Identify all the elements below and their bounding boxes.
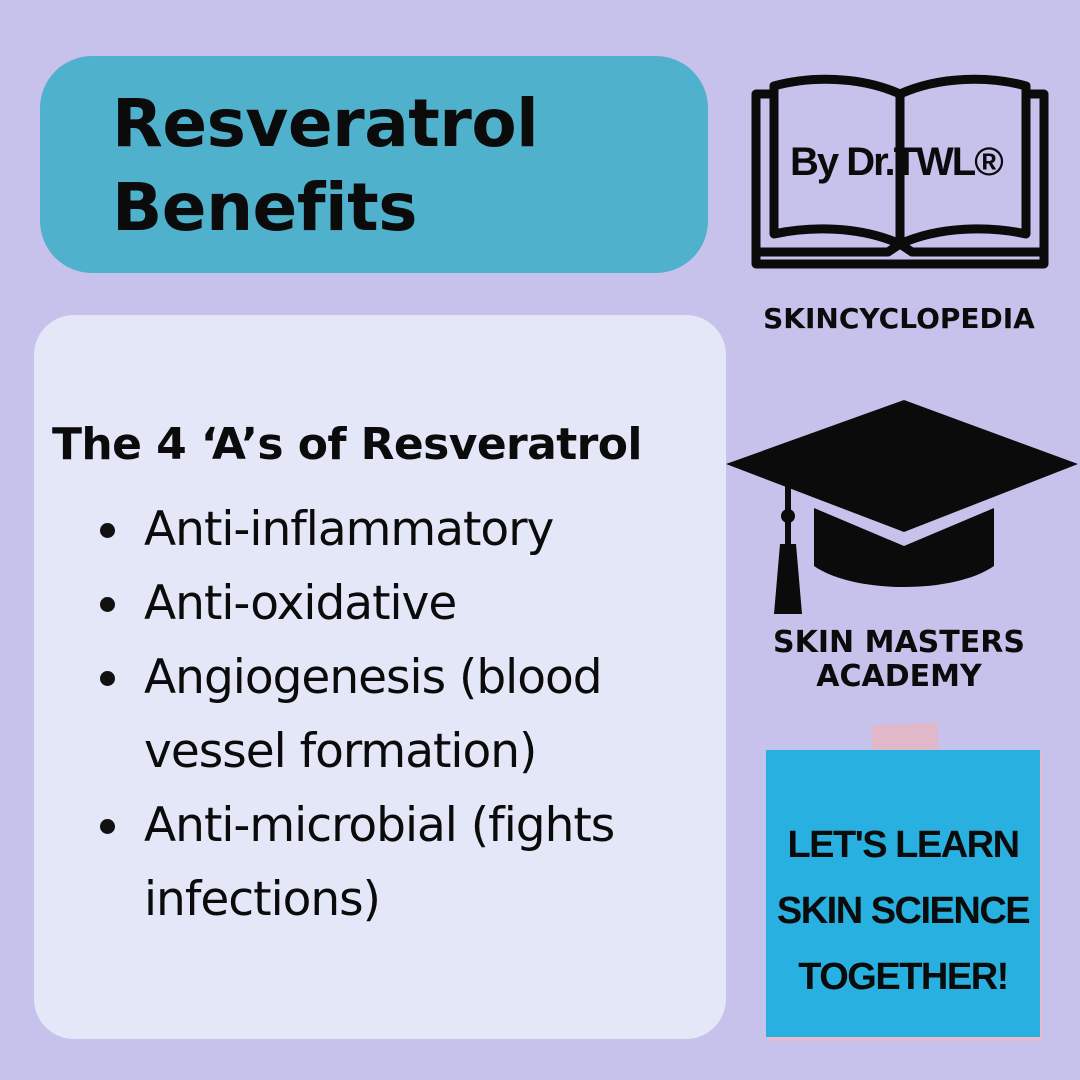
list-item: Anti-inflammatory — [34, 493, 726, 567]
graduation-cap-icon — [726, 400, 1078, 614]
page-title: Resveratrol Benefits — [112, 82, 539, 250]
bullet-icon — [100, 819, 115, 834]
bullet-icon — [100, 523, 115, 538]
book-logo: By Dr.TWL® — [748, 64, 1052, 276]
skincyclopedia-label: SKINCYCLOPEDIA — [763, 302, 1035, 335]
list-item-label: Anti-oxidative — [144, 576, 457, 631]
benefits-card: The 4 ‘A’s of Resveratrol Anti-inflammat… — [34, 315, 726, 1039]
bullet-icon — [100, 597, 115, 612]
book-label: By Dr.TWL® — [790, 140, 1004, 184]
academy-line-1: SKIN MASTERS — [773, 625, 1025, 660]
bullet-icon — [100, 671, 115, 686]
sticky-note: LET'S LEARN SKIN SCIENCE TOGETHER! — [766, 750, 1040, 1037]
title-line-1: Resveratrol — [112, 85, 539, 162]
list-item: Anti-oxidative — [34, 567, 726, 641]
list-item: Anti-microbial (fights infections) — [34, 789, 726, 937]
title-banner: Resveratrol Benefits — [40, 56, 708, 273]
academy-label: SKIN MASTERS ACADEMY — [740, 626, 1058, 694]
academy-logo — [724, 398, 1080, 620]
note-line-1: LET'S LEARN — [787, 824, 1020, 866]
list-item: Angiogenesis (blood vessel formation) — [34, 641, 726, 789]
list-item-label: Angiogenesis (blood vessel formation) — [144, 650, 603, 779]
note-line-2: SKIN SCIENCE — [776, 890, 1031, 932]
benefits-heading: The 4 ‘A’s of Resveratrol — [52, 419, 643, 470]
list-item-label: Anti-inflammatory — [144, 502, 554, 557]
benefits-list: Anti-inflammatory Anti-oxidative Angioge… — [34, 493, 726, 937]
title-line-2: Benefits — [112, 169, 418, 246]
sticky-note-text: LET'S LEARN SKIN SCIENCE TOGETHER! — [766, 812, 1040, 1010]
open-book-icon — [751, 74, 1049, 269]
academy-line-2: ACADEMY — [816, 659, 982, 694]
note-line-3: TOGETHER! — [798, 956, 1009, 998]
list-item-label: Anti-microbial (fights infections) — [144, 798, 615, 927]
